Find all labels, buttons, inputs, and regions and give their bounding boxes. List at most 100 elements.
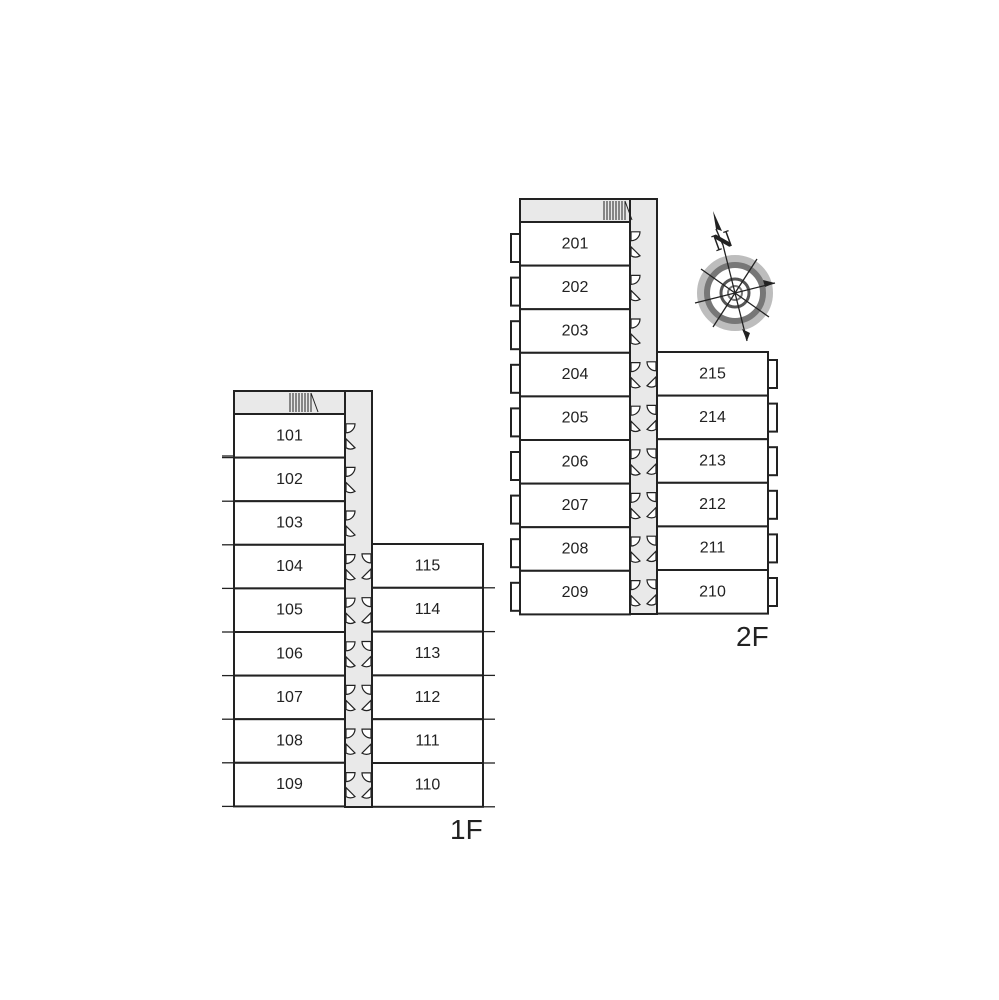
unit-label: 105: [276, 602, 303, 619]
unit-label: 213: [699, 453, 726, 470]
unit-203-door-swing-b: [630, 332, 641, 345]
unit-215-door-swing-b: [646, 375, 657, 388]
unit-207-balcony: [510, 494, 521, 525]
unit-106-outline: [233, 631, 346, 677]
unit-label: 214: [699, 409, 726, 426]
unit-105: 105: [222, 587, 346, 634]
unit-210-balcony: [767, 577, 778, 607]
unit-205-outline: [519, 395, 631, 441]
unit-204-door-swing-b: [630, 376, 641, 389]
unit-206-door-swing-a: [630, 449, 641, 460]
unit-111-door-swing-a: [361, 728, 372, 739]
unit-109-outline: [233, 761, 346, 808]
unit-208-door-swing-a: [630, 536, 641, 547]
unit-106: 106: [222, 631, 346, 677]
unit-203-balcony: [510, 320, 521, 351]
unit-202-outline: [519, 264, 631, 311]
unit-label: 110: [415, 776, 441, 793]
unit-110-outline: [371, 762, 484, 808]
unit-107-door-swing-b: [345, 698, 356, 712]
unit-213-outline: [656, 438, 769, 484]
unit-label: 204: [562, 366, 589, 383]
unit-208: 208: [510, 526, 631, 572]
unit-label: 107: [276, 689, 303, 706]
unit-label: 205: [562, 410, 589, 427]
unit-107-outline: [233, 674, 346, 721]
unit-103-door-swing-a: [345, 510, 356, 521]
unit-202-door-swing-b: [630, 288, 641, 302]
unit-102: 102: [222, 456, 346, 503]
unit-213-door-swing-a: [646, 448, 657, 459]
unit-212-door-swing-b: [646, 506, 657, 519]
unit-103-door-swing-b: [345, 524, 356, 537]
unit-201-door-swing-a: [630, 231, 641, 242]
unit-203-door-swing-a: [630, 318, 641, 329]
unit-204: 204: [510, 351, 631, 398]
unit-211-balcony: [767, 533, 778, 564]
unit-111: 111: [371, 718, 495, 765]
unit-112: 112: [371, 674, 495, 721]
unit-204-door-swing-a: [630, 362, 641, 373]
unit-112-door-swing-b: [361, 698, 372, 712]
unit-label: 203: [562, 323, 589, 340]
unit-108: 108: [222, 718, 346, 764]
unit-label: 212: [699, 496, 726, 513]
unit-209-door-swing-a: [630, 580, 641, 591]
unit-105-door-swing-a: [345, 597, 356, 608]
unit-label: 114: [415, 601, 441, 618]
unit-209-balcony: [510, 581, 521, 612]
unit-label: 106: [276, 645, 303, 662]
unit-107-door-swing-a: [345, 684, 356, 696]
unit-212: 212: [656, 481, 778, 528]
unit-103: 103: [222, 500, 346, 546]
unit-label: 201: [562, 235, 589, 252]
unit-110-door-swing-b: [361, 786, 372, 799]
floor-2f-doors: [630, 231, 657, 607]
unit-210-outline: [656, 569, 769, 615]
unit-112-outline: [371, 674, 484, 721]
unit-label: 109: [276, 776, 303, 793]
unit-115-door-swing-b: [361, 567, 372, 580]
unit-214-door-swing-b: [646, 418, 657, 432]
unit-211: 211: [656, 525, 778, 572]
unit-201: 201: [510, 221, 631, 267]
unit-206: 206: [510, 439, 631, 485]
unit-208-outline: [519, 526, 631, 572]
floor-label-1f: 1F: [450, 814, 483, 845]
floor-2f-stairs: [603, 200, 633, 221]
unit-104-door-swing-a: [345, 554, 356, 565]
unit-label: 206: [562, 453, 589, 470]
unit-label: 104: [276, 558, 303, 575]
unit-214: 214: [656, 394, 778, 441]
unit-214-balcony: [767, 402, 778, 433]
unit-101-door-swing-b: [345, 437, 356, 450]
unit-201-door-swing-b: [630, 245, 641, 258]
unit-212-balcony: [767, 489, 778, 520]
unit-104-door-swing-b: [345, 568, 356, 581]
unit-214-door-swing-a: [646, 404, 657, 416]
unit-101: 101: [222, 413, 346, 459]
unit-209-door-swing-b: [630, 594, 641, 607]
unit-106-door-swing-b: [345, 655, 356, 668]
unit-113-door-swing-a: [361, 640, 372, 652]
unit-202: 202: [510, 264, 631, 311]
floor-1f-stairs: [289, 392, 319, 413]
unit-211-outline: [656, 525, 769, 572]
unit-203: 203: [510, 308, 631, 354]
unit-209: 209: [510, 569, 631, 616]
unit-215-outline: [656, 351, 769, 397]
stair-edge-line: [624, 200, 633, 221]
unit-207-door-swing-a: [630, 492, 641, 504]
unit-102-door-swing-b: [345, 480, 356, 494]
unit-label: 108: [276, 733, 303, 750]
unit-206-door-swing-b: [630, 463, 641, 476]
unit-103-outline: [233, 500, 346, 546]
unit-205-door-swing-b: [630, 419, 641, 433]
unit-213-balcony: [767, 446, 778, 477]
unit-108-door-swing-a: [345, 728, 356, 739]
unit-211-door-swing-b: [646, 549, 657, 563]
unit-213-door-swing-b: [646, 462, 657, 475]
